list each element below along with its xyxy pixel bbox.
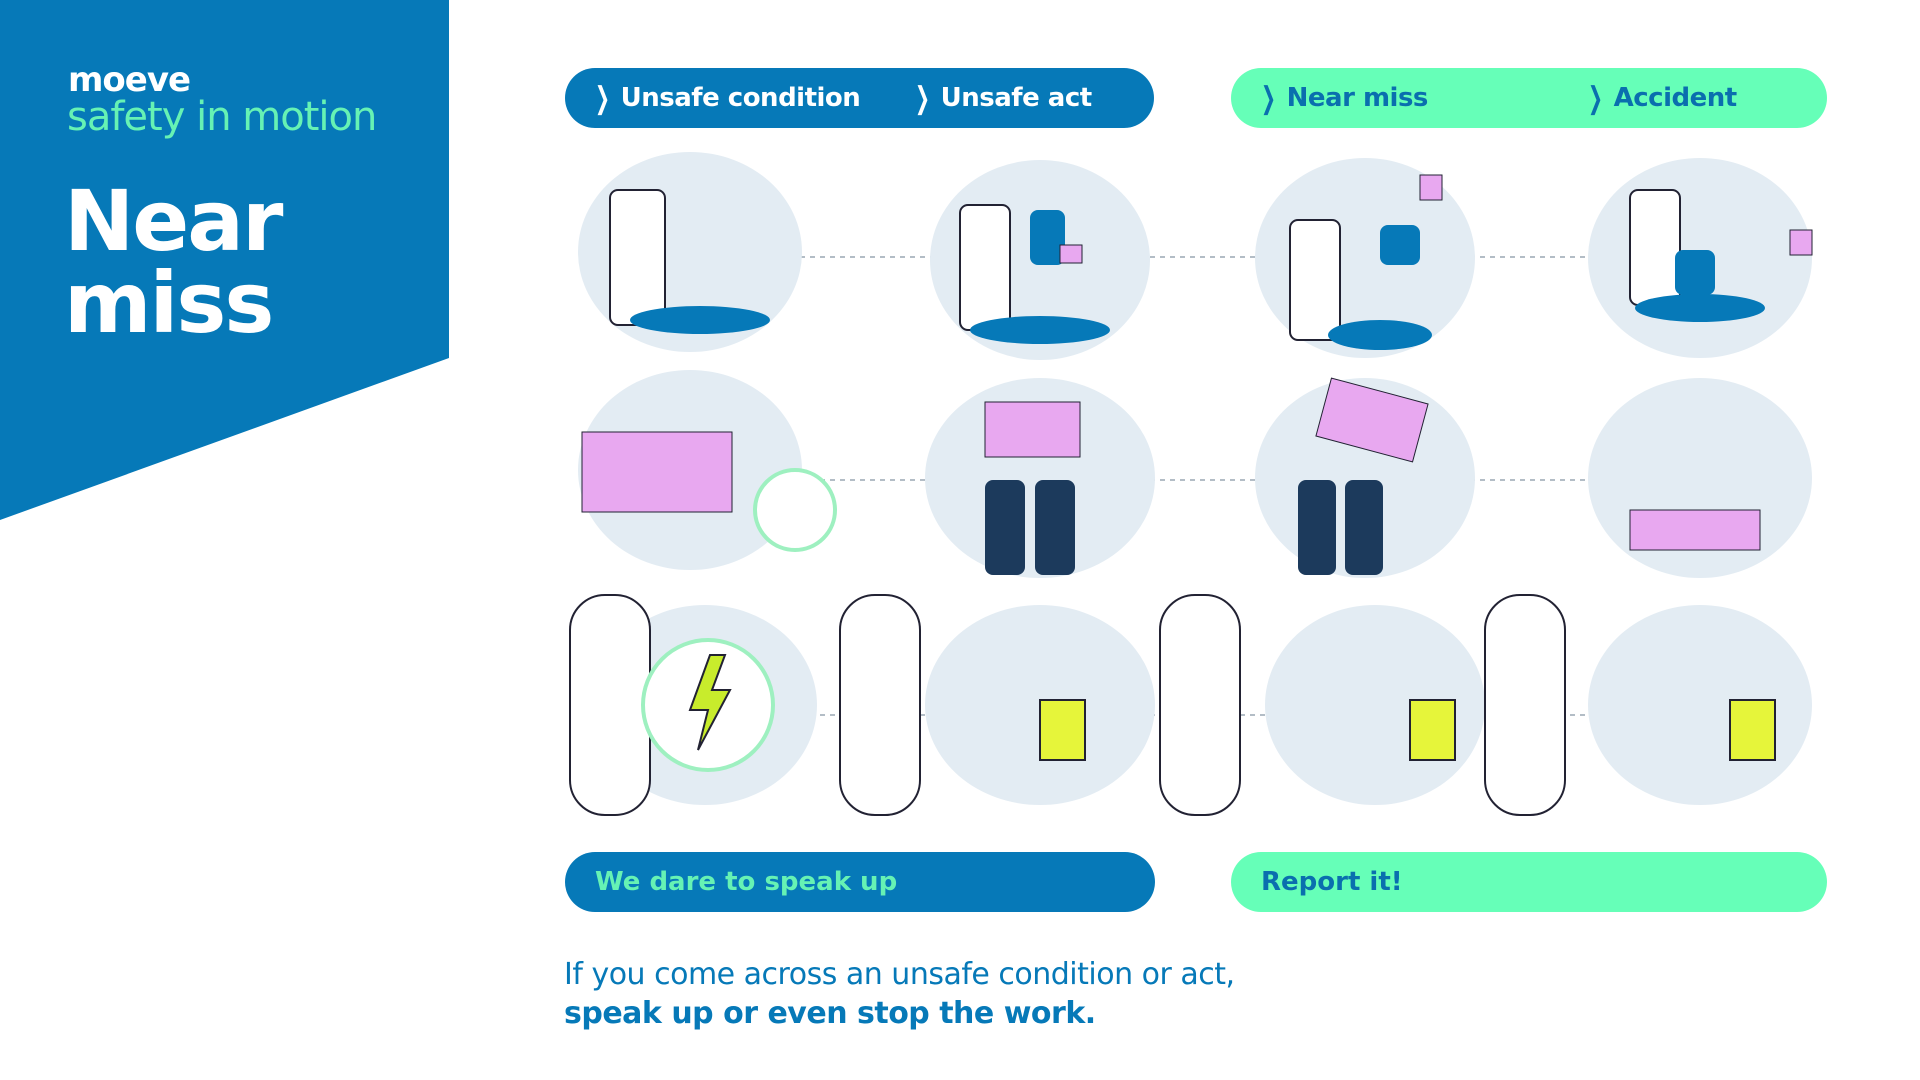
report-it-label: Report it!	[1261, 867, 1403, 897]
chevron-right-icon: ❯	[594, 80, 610, 116]
report-it-banner: Report it!	[1231, 852, 1827, 912]
illustration-grid	[569, 152, 1813, 816]
stage-unsafe-condition: ❯Unsafe condition	[594, 80, 861, 116]
chevron-right-icon: ❯	[1260, 80, 1276, 116]
chevron-right-icon: ❯	[1587, 80, 1603, 116]
moeve-logo: moeve	[68, 60, 191, 100]
stages-pill-unsafe: ❯Unsafe condition ❯Unsafe act	[565, 68, 1154, 128]
stage-unsafe-act: ❯Unsafe act	[914, 80, 1092, 116]
stage-accident: ❯Accident	[1587, 80, 1737, 116]
stages-pill-incident: ❯Near miss ❯Accident	[1231, 68, 1827, 128]
title-panel-background	[0, 0, 449, 520]
speak-up-banner: We dare to speak up	[565, 852, 1155, 912]
chevron-right-icon: ❯	[914, 80, 930, 116]
tagline: safety in motion	[67, 94, 377, 140]
speak-up-label: We dare to speak up	[595, 867, 898, 897]
stage-near-miss: ❯Near miss	[1260, 80, 1428, 116]
safety-message: If you come across an unsafe condition o…	[564, 957, 1235, 1031]
